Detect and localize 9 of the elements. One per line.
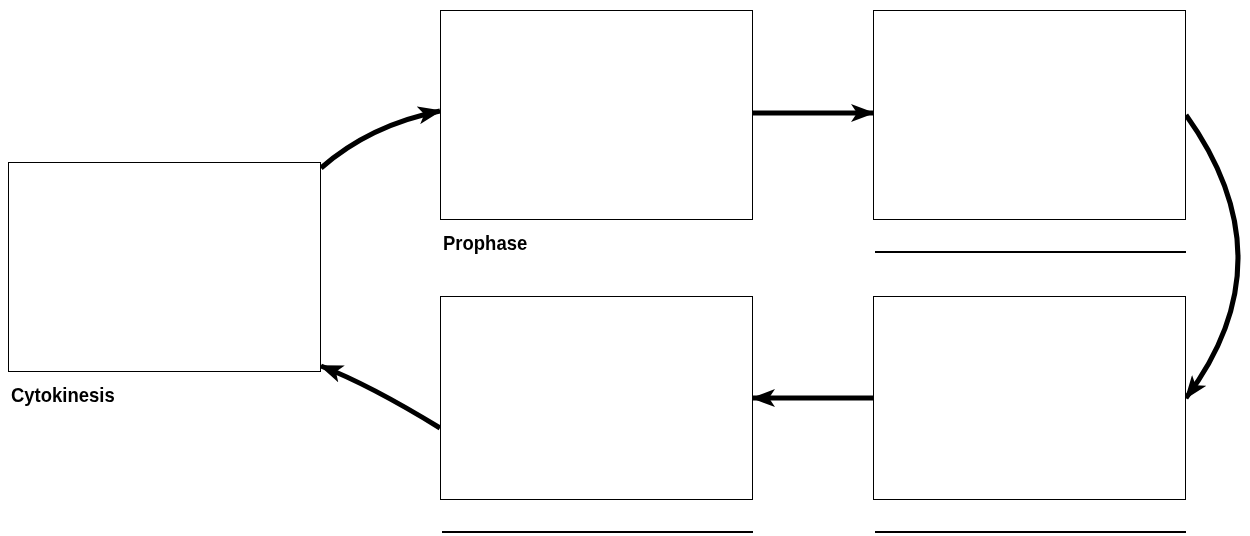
arrow — [753, 104, 875, 122]
arrow — [319, 363, 442, 431]
blank-box — [440, 296, 753, 500]
stage-label: Cytokinesis — [11, 383, 115, 407]
stage-label: Prophase — [443, 231, 528, 255]
arrow — [319, 106, 442, 170]
blank-box — [873, 296, 1186, 500]
blank-box — [873, 10, 1186, 220]
arrow — [751, 389, 873, 407]
